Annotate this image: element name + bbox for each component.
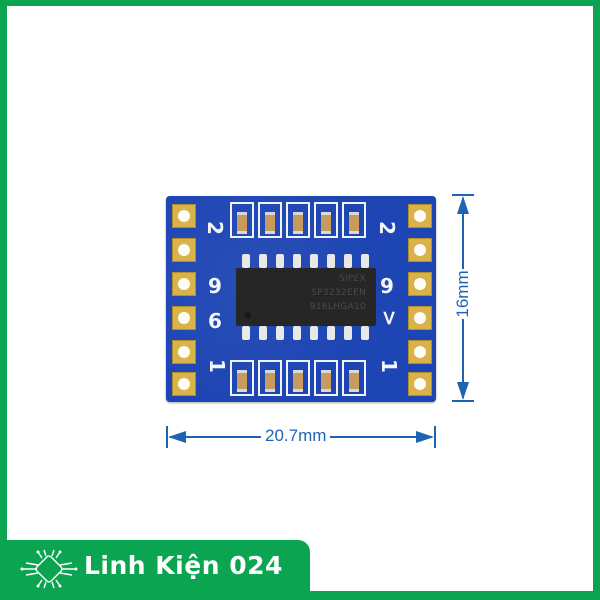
- ic-chip: SIPEX SP3232EEN 916LHGA10: [236, 268, 376, 326]
- header-pad-right-4: [408, 306, 432, 330]
- chip-pin: [259, 254, 267, 268]
- dimension-tick-right: [434, 426, 436, 448]
- store-name: Linh Kiện 024: [84, 551, 283, 580]
- width-dimension: 20.7mm: [166, 426, 436, 448]
- chip-pin: [344, 254, 352, 268]
- capacitor-top-3: [286, 202, 310, 238]
- header-pad-left-6: [172, 372, 196, 396]
- chip-pin: [327, 326, 335, 340]
- capacitor-bottom-1: [230, 360, 254, 396]
- silkscreen-right-2: 9: [380, 274, 394, 298]
- dimension-tick-left: [166, 426, 168, 448]
- chip-pin1-dot: [244, 312, 251, 319]
- header-pad-right-2: [408, 238, 432, 262]
- circuit-chip-icon: [20, 549, 78, 589]
- silkscreen-right-4: 1: [376, 359, 401, 373]
- header-pad-right-5: [408, 340, 432, 364]
- height-dimension: 16mm: [452, 194, 474, 402]
- silkscreen-right-3: <: [376, 309, 401, 327]
- chip-pin: [242, 326, 250, 340]
- chip-pin: [259, 326, 267, 340]
- silkscreen-left-3: 9: [208, 308, 222, 332]
- arrow-down-icon: [457, 382, 469, 400]
- capacitor-bottom-5: [342, 360, 366, 396]
- chip-pin: [293, 254, 301, 268]
- arrow-right-icon: [416, 431, 434, 443]
- dimension-tick-top: [452, 194, 474, 196]
- pcb-module: SIPEX SP3232EEN 916LHGA10 2 9 9 1 2 9 < …: [166, 196, 436, 402]
- chip-pin: [310, 254, 318, 268]
- capacitor-top-5: [342, 202, 366, 238]
- silkscreen-left-4: 1: [204, 359, 229, 373]
- capacitor-top-1: [230, 202, 254, 238]
- header-pad-left-3: [172, 272, 196, 296]
- silkscreen-right-1: 2: [374, 221, 399, 235]
- arrow-left-icon: [168, 431, 186, 443]
- chip-pin: [293, 326, 301, 340]
- chip-marking-lot: 916LHGA10: [309, 302, 366, 312]
- capacitor-top-2: [258, 202, 282, 238]
- capacitor-bottom-4: [314, 360, 338, 396]
- silkscreen-left-1: 2: [202, 221, 227, 235]
- capacitor-bottom-2: [258, 360, 282, 396]
- chip-marking-part: SP3232EEN: [311, 288, 366, 298]
- header-pad-right-1: [408, 204, 432, 228]
- chip-marking-brand: SIPEX: [338, 274, 366, 284]
- brand-banner: [0, 540, 310, 600]
- chip-pin: [344, 326, 352, 340]
- chip-pin: [327, 254, 335, 268]
- chip-pin: [361, 326, 369, 340]
- header-pad-left-2: [172, 238, 196, 262]
- chip-pin: [361, 254, 369, 268]
- width-label: 20.7mm: [261, 426, 331, 446]
- chip-pin: [242, 254, 250, 268]
- chip-pin: [310, 326, 318, 340]
- header-pad-right-3: [408, 272, 432, 296]
- silkscreen-left-2: 9: [208, 274, 222, 298]
- height-label: 16mm: [453, 269, 473, 319]
- chip-pin: [276, 254, 284, 268]
- dimension-tick-bottom: [452, 400, 474, 402]
- capacitor-top-4: [314, 202, 338, 238]
- header-pad-left-4: [172, 306, 196, 330]
- header-pad-left-5: [172, 340, 196, 364]
- chip-pin: [276, 326, 284, 340]
- header-pad-right-6: [408, 372, 432, 396]
- arrow-up-icon: [457, 196, 469, 214]
- header-pad-left-1: [172, 204, 196, 228]
- capacitor-bottom-3: [286, 360, 310, 396]
